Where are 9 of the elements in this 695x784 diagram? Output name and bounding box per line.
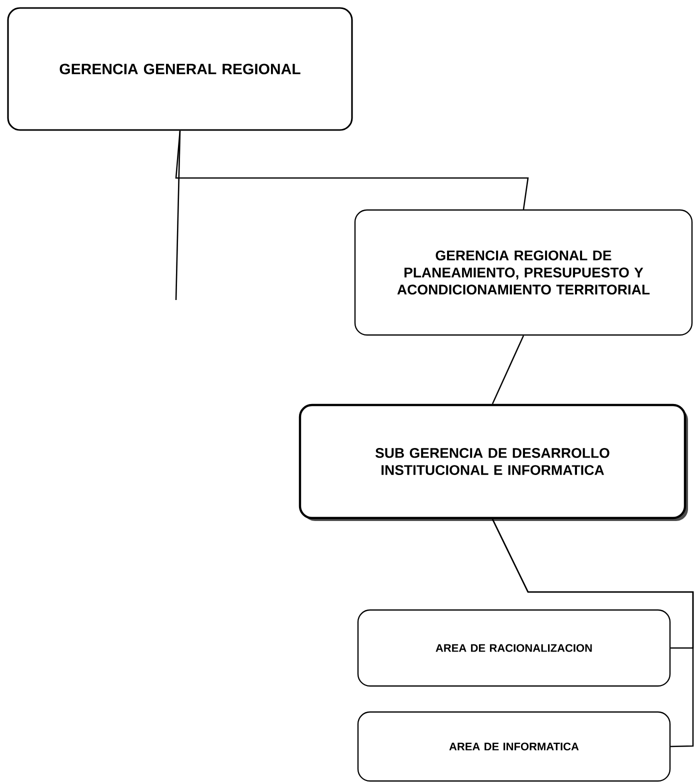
org-box: SUB GERENCIA DE DESARROLLO INSTITUCIONAL E INFORMATICA <box>298 404 688 521</box>
org-box: AREA DE INFORMATICA <box>357 711 671 782</box>
connector-line <box>175 130 181 300</box>
org-box: GERENCIA REGIONAL DE PLANEAMIENTO, PRESUPUESTO Y ACONDICIONAMIENTO TERRITORIAL <box>354 209 693 336</box>
connector-line <box>175 130 529 210</box>
connector-line <box>492 335 524 404</box>
org-box: GERENCIA GENERAL REGIONAL <box>7 7 353 131</box>
org-box: AREA DE RACIONALIZACION <box>357 609 671 687</box>
connector-line <box>492 518 694 748</box>
